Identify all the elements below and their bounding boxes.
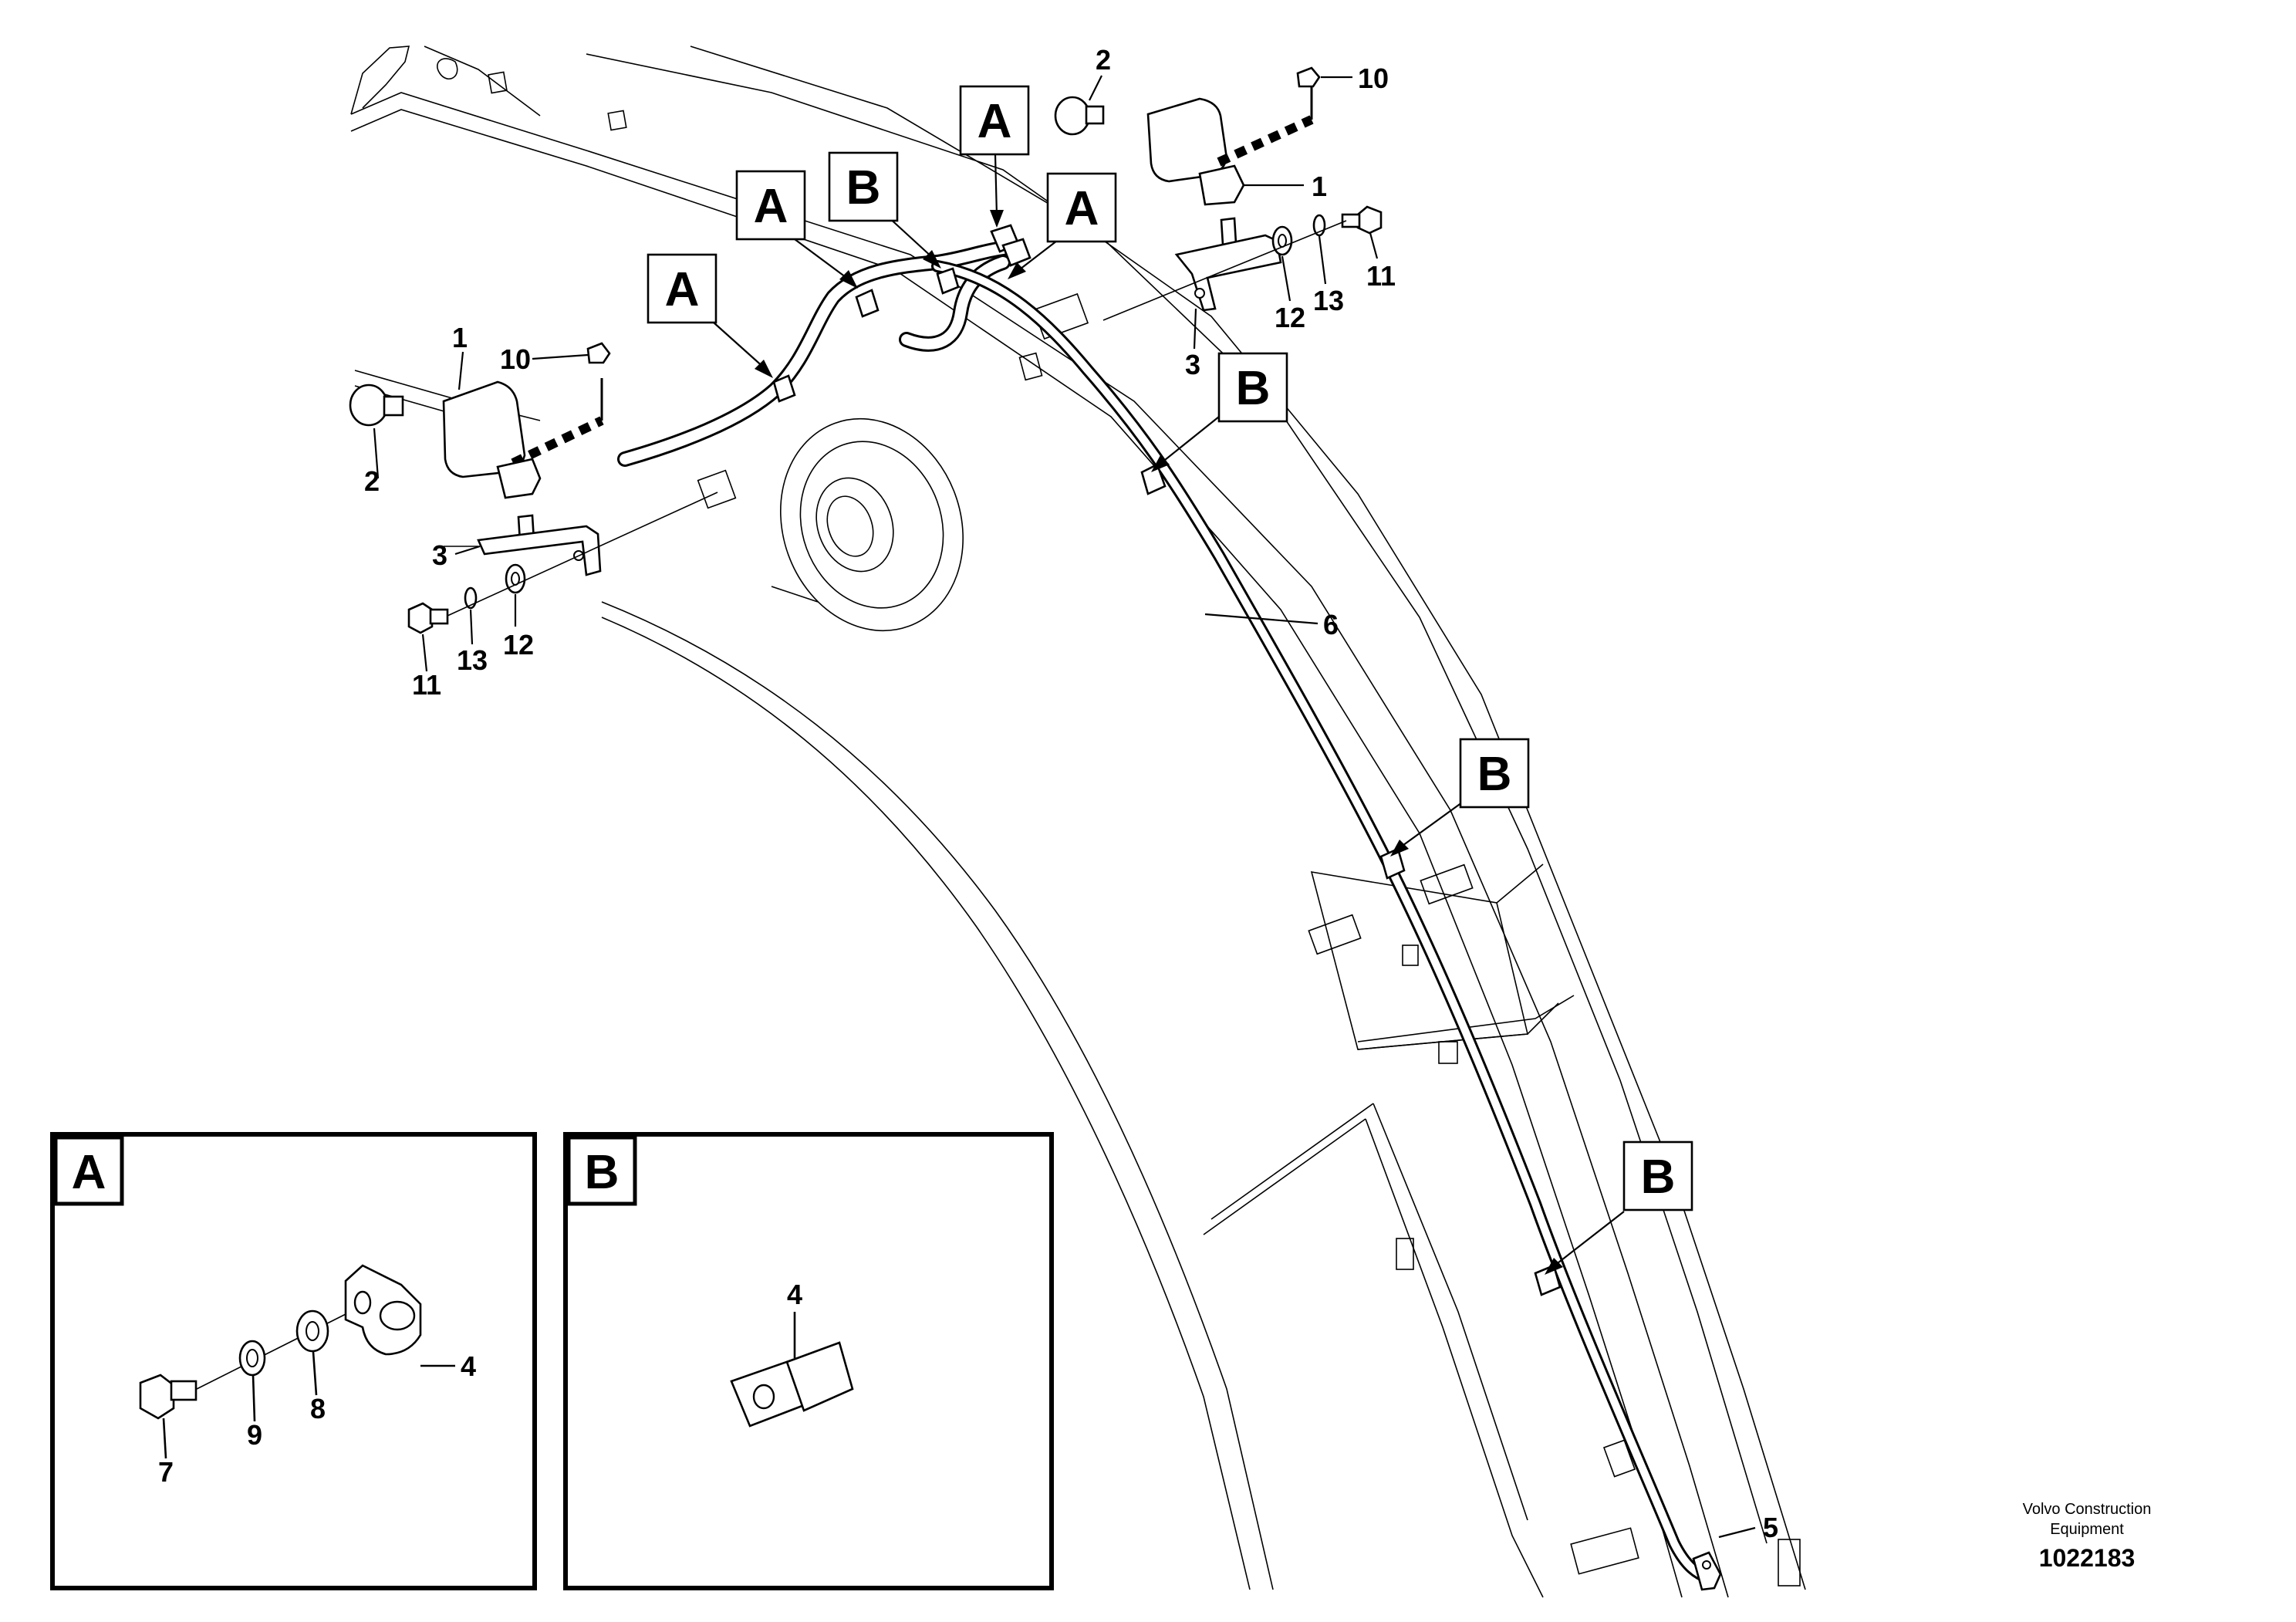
left-lamp-assembly bbox=[349, 342, 718, 634]
brand-line-2: Equipment bbox=[2050, 1521, 2124, 1538]
callout-box-a bbox=[1046, 172, 1117, 243]
drawing-number: 1022183 bbox=[2039, 1544, 2136, 1572]
inset-letter: B bbox=[585, 1146, 620, 1199]
part-number-label: 10 bbox=[500, 343, 531, 375]
part-number-label: 4 bbox=[461, 1350, 476, 1382]
wire-harness bbox=[617, 224, 1722, 1591]
part-number-label: 11 bbox=[412, 669, 441, 701]
part-number-label: 3 bbox=[432, 539, 447, 571]
callout-box-a bbox=[647, 253, 718, 324]
callout-letter: A bbox=[665, 263, 700, 316]
part-number-label: 12 bbox=[503, 629, 534, 661]
part-number-label: 10 bbox=[1358, 63, 1389, 94]
callout-letter: B bbox=[1477, 748, 1512, 801]
callout-box-a bbox=[959, 85, 1030, 156]
part-number-label: 1 bbox=[1312, 171, 1327, 202]
part-number-label: 6 bbox=[1323, 609, 1339, 640]
detail-inset-a: A 7 9 8 4 bbox=[50, 1132, 537, 1590]
part-number-label: 2 bbox=[1096, 44, 1111, 76]
leader-lines bbox=[373, 75, 1756, 1539]
part-number-label: 13 bbox=[457, 644, 488, 676]
callout-letter: B bbox=[846, 161, 881, 215]
callout-box-b bbox=[828, 151, 899, 222]
callout-box-b bbox=[1217, 352, 1288, 423]
part-number-label: 8 bbox=[310, 1393, 326, 1424]
right-lamp-assembly bbox=[1054, 66, 1383, 321]
callout-markers: A A B A A B B B bbox=[647, 85, 1693, 1275]
part-number-label: 3 bbox=[1185, 349, 1200, 380]
part-number-label: 11 bbox=[1366, 260, 1396, 292]
part-number-label: 2 bbox=[364, 465, 380, 497]
callout-box-b bbox=[1459, 738, 1530, 809]
brand-line-1: Volvo Construction bbox=[2023, 1501, 2152, 1518]
callout-letter: A bbox=[1065, 182, 1099, 235]
callout-box-a bbox=[735, 170, 806, 241]
boom-structure bbox=[350, 46, 1806, 1598]
detail-inset-b: B 4 bbox=[563, 1132, 1054, 1590]
part-number-label: 13 bbox=[1313, 285, 1344, 316]
callout-letter: B bbox=[1641, 1151, 1676, 1204]
callout-letter: A bbox=[754, 180, 788, 233]
part-number-label: 5 bbox=[1763, 1512, 1778, 1543]
inset-letter: A bbox=[72, 1146, 106, 1199]
part-number-label: 9 bbox=[247, 1419, 262, 1451]
callout-box-b bbox=[1622, 1140, 1693, 1211]
part-number-label: 12 bbox=[1275, 302, 1305, 333]
part-number-label: 4 bbox=[787, 1279, 802, 1310]
callout-letter: B bbox=[1236, 362, 1271, 415]
part-number-label: 7 bbox=[158, 1456, 174, 1488]
part-number-label: 1 bbox=[452, 322, 468, 353]
sheet-caption: Volvo Construction Equipment 1022183 bbox=[2023, 1501, 2152, 1572]
callout-letter: A bbox=[977, 95, 1012, 148]
